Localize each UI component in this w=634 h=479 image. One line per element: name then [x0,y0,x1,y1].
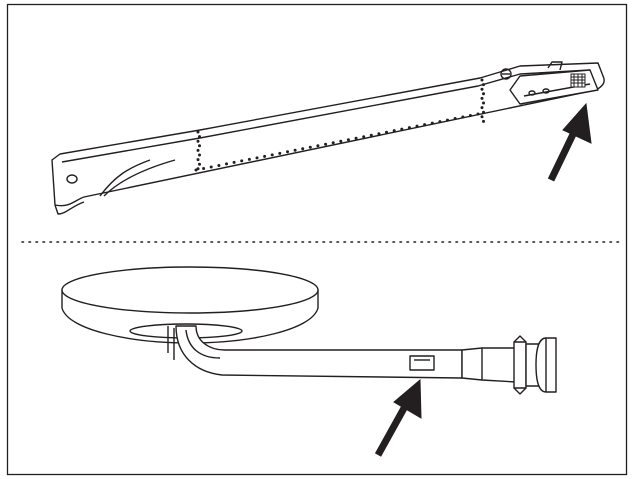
valve-collar-cap [513,335,527,395]
burner-port [232,160,236,164]
burner-port [400,127,404,131]
burner-port [255,156,259,160]
burner-port [354,136,358,140]
burner-tube-outline [51,62,605,207]
burner-port [293,148,297,152]
burner-port [346,138,350,142]
venturi-air-opening [409,355,435,371]
burner-port [308,145,312,149]
burner-port [196,167,200,171]
burner-port [270,153,274,157]
arrow-to-venturi-opening [374,378,422,457]
burner-port [482,92,485,96]
burner-stem [167,326,175,360]
burner-port [196,158,200,162]
burner-mounting-hole [66,174,78,184]
burner-port [480,87,484,91]
burner-port [482,83,485,87]
burner-port [286,150,289,154]
burner-crease-upper [99,159,151,197]
burner-port [196,130,200,134]
burner-port [339,139,343,143]
ignitor-bracket [547,61,563,71]
burner-port [480,96,484,100]
burner-port [263,154,267,158]
venturi-tube-seam [185,329,221,359]
burner-tube [51,61,605,215]
burner-ports [194,112,480,172]
burner-port [198,144,201,148]
burner-crease-lower [103,159,176,197]
burner-port [247,157,251,161]
burner-port [438,120,442,124]
burner-port-ring-left [196,130,201,171]
burner-port [480,78,484,82]
burner-port [217,164,221,167]
burner-port [482,119,485,123]
burner-port [415,124,419,128]
burner-port [196,139,200,143]
burner-port [202,167,206,170]
burner-tube-end-flange [54,201,85,215]
burner-port [301,147,305,151]
burner-port [225,162,228,166]
burner-port [385,130,388,134]
burner-port-ring-right [480,78,485,123]
venturi-taper [461,347,517,383]
burner-port [198,153,201,157]
burner-port [446,118,449,122]
burner-port [362,135,366,139]
bracket-screw [500,68,512,80]
valve-collar [513,341,527,389]
air-shutter-hole-a [528,90,536,96]
burner-port [407,126,411,130]
burner-port [198,135,201,139]
burner-port [324,142,328,146]
burner-port [278,151,282,155]
burner-port [430,121,434,125]
burner-port [392,129,396,133]
burner-tube-top-edge [61,69,591,163]
burner-port [453,117,457,120]
burner-port [480,115,484,119]
side-burner [61,266,557,395]
burner-port [316,144,320,148]
burner-port [331,141,335,145]
arrow-to-air-shutter [547,102,592,182]
burner-port [482,110,485,114]
burner-head-top [61,266,319,314]
burner-port [209,165,213,169]
burner-port [196,148,200,152]
spider-screen [570,73,586,88]
burner-port [369,133,373,137]
burner-port [240,159,244,163]
burner-port [482,101,485,105]
burner-port [198,162,201,166]
burner-port [480,106,484,110]
burner-port [423,123,427,127]
burner-port [377,132,381,136]
burner-port [476,112,480,116]
burner-port [468,114,472,117]
burner-port [461,115,465,119]
air-shutter-hole-b [542,88,550,94]
